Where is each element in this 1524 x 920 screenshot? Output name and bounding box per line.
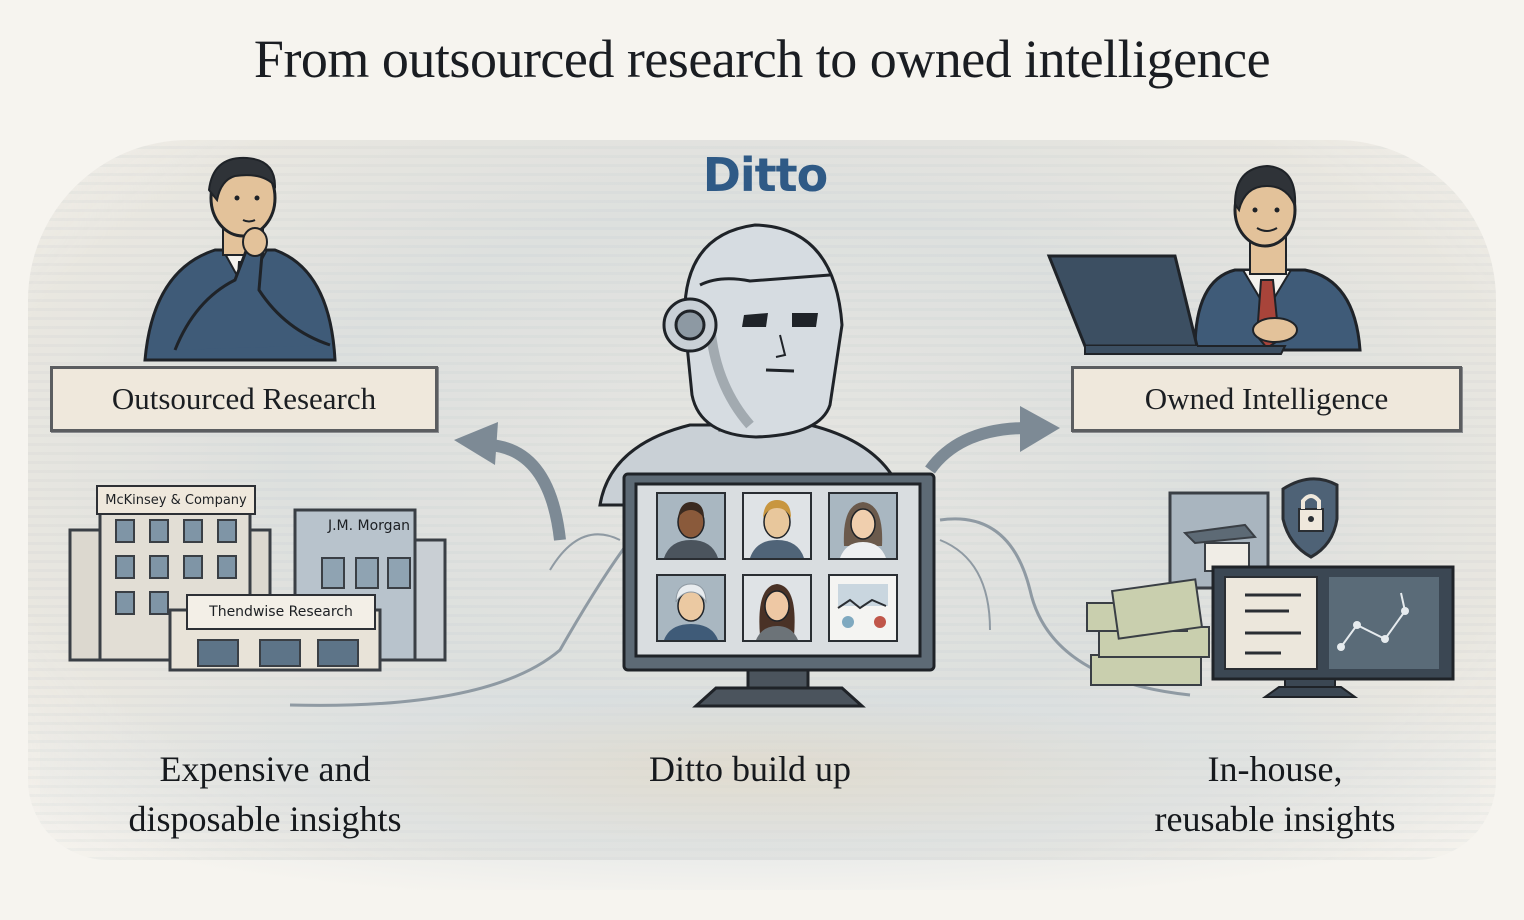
left-caption: Expensive and disposable insights [60,744,470,844]
owned-intelligence-label: Owned Intelligence [1071,366,1462,432]
robot-icon [598,223,907,507]
persona-avatar-icon [656,574,726,642]
research-firms-buildings-icon [68,498,447,672]
monitor-tile-grid [656,492,901,642]
left-caption-line2: disposable insights [128,799,402,839]
right-caption: In-house, reusable insights [1060,744,1490,844]
sign-jm-morgan: J.M. Morgan [327,518,411,534]
right-caption-line2: reusable insights [1154,799,1396,839]
outsourced-research-label: Outsourced Research [50,366,438,432]
owned-assets-icon [1086,477,1455,698]
sign-thendwise-research: Thendwise Research [186,594,376,630]
page-title: From outsourced research to owned intell… [253,29,1271,89]
businessman-at-laptop-icon [1046,164,1362,355]
thinking-businessman-icon [143,156,337,362]
persona-avatar-icon [742,574,812,642]
arrow-right-icon [925,406,1060,474]
arrow-left-icon [454,422,566,541]
right-caption-line1: In-house, [1207,749,1343,789]
textured-backdrop-lower [40,690,1480,890]
ditto-logo: Ditto [702,148,829,202]
left-caption-line1: Expensive and [159,749,371,789]
chart-tile-icon [828,574,898,642]
center-caption: Ditto build up [648,749,851,789]
sign-mckinsey: McKinsey & Company [96,485,256,515]
persona-avatar-icon [828,492,898,560]
persona-avatar-icon [742,492,812,560]
persona-avatar-icon [656,492,726,560]
